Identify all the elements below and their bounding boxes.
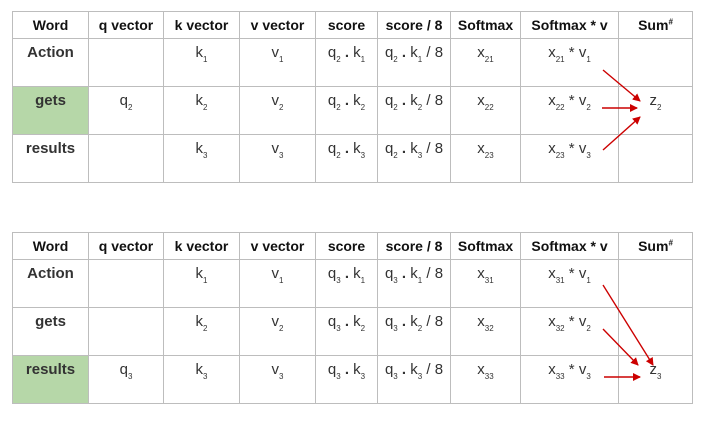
sum-superscript: #: [668, 17, 673, 27]
sum-cell: [618, 134, 693, 183]
score-cell: q3 . k1: [315, 259, 378, 308]
col-header-v-vector: v vector: [239, 11, 316, 39]
col-header-softmax: Softmax: [450, 232, 521, 260]
v-cell: v3: [239, 355, 316, 404]
softmax-v-cell: x21 * v1: [520, 38, 619, 87]
header-row: Word q vector k vector v vector score sc…: [12, 232, 693, 260]
table-row: Action k1 v1 q3 . k1 q3 . k1 / 8 x31 x31…: [12, 259, 693, 308]
score-div-cell: q2 . k1 / 8: [377, 38, 451, 87]
table-row: results k3 v3 q2 . k3 q2 . k3 / 8 x23 x2…: [12, 134, 693, 183]
q-cell: [88, 259, 164, 308]
col-header-k-vector: k vector: [163, 11, 240, 39]
word-cell: results: [12, 355, 89, 404]
q-cell: q2: [88, 86, 164, 135]
col-header-softmax-v: Softmax * v: [520, 11, 619, 39]
k-cell: k2: [163, 307, 240, 356]
softmax-cell: x32: [450, 307, 521, 356]
score-cell: q3 . k2: [315, 307, 378, 356]
sum-cell: z2: [618, 86, 693, 135]
softmax-v-cell: x32 * v2: [520, 307, 619, 356]
softmax-cell: x23: [450, 134, 521, 183]
word-cell: results: [12, 134, 89, 183]
q-cell: [88, 134, 164, 183]
col-header-word: Word: [12, 232, 89, 260]
sum-cell: [618, 307, 693, 356]
score-div-cell: q3 . k3 / 8: [377, 355, 451, 404]
table-row: results q3 k3 v3 q3 . k3 q3 . k3 / 8 x33…: [12, 355, 693, 404]
k-cell: k2: [163, 86, 240, 135]
sum-superscript: #: [668, 238, 673, 248]
word-cell: Action: [12, 38, 89, 87]
score-cell: q2 . k2: [315, 86, 378, 135]
v-cell: v1: [239, 259, 316, 308]
score-cell: q3 . k3: [315, 355, 378, 404]
col-header-q-vector: q vector: [88, 232, 164, 260]
col-header-softmax: Softmax: [450, 11, 521, 39]
softmax-v-cell: x33 * v3: [520, 355, 619, 404]
v-cell: v3: [239, 134, 316, 183]
v-cell: v1: [239, 38, 316, 87]
col-header-sum: Sum#: [618, 11, 693, 39]
word-cell: Action: [12, 259, 89, 308]
attention-table-1: Word q vector k vector v vector score sc…: [12, 11, 693, 183]
col-header-word: Word: [12, 11, 89, 39]
score-div-cell: q2 . k2 / 8: [377, 86, 451, 135]
col-header-score-div: score / 8: [377, 232, 451, 260]
sum-cell: [618, 38, 693, 87]
softmax-cell: x21: [450, 38, 521, 87]
q-cell: q3: [88, 355, 164, 404]
k-cell: k3: [163, 355, 240, 404]
table-row: gets k2 v2 q3 . k2 q3 . k2 / 8 x32 x32 *…: [12, 307, 693, 356]
softmax-cell: x31: [450, 259, 521, 308]
header-row: Word q vector k vector v vector score sc…: [12, 11, 693, 39]
score-cell: q2 . k3: [315, 134, 378, 183]
col-header-v-vector: v vector: [239, 232, 316, 260]
score-div-cell: q3 . k1 / 8: [377, 259, 451, 308]
softmax-v-cell: x31 * v1: [520, 259, 619, 308]
q-cell: [88, 38, 164, 87]
table-row: Action k1 v1 q2 . k1 q2 . k1 / 8 x21 x21…: [12, 38, 693, 87]
word-cell: gets: [12, 86, 89, 135]
softmax-cell: x33: [450, 355, 521, 404]
k-cell: k3: [163, 134, 240, 183]
word-cell: gets: [12, 307, 89, 356]
col-header-k-vector: k vector: [163, 232, 240, 260]
softmax-cell: x22: [450, 86, 521, 135]
col-header-q-vector: q vector: [88, 11, 164, 39]
col-header-score: score: [315, 232, 378, 260]
v-cell: v2: [239, 307, 316, 356]
sum-cell: [618, 259, 693, 308]
col-header-sum: Sum#: [618, 232, 693, 260]
k-cell: k1: [163, 38, 240, 87]
score-cell: q2 . k1: [315, 38, 378, 87]
score-div-cell: q3 . k2 / 8: [377, 307, 451, 356]
softmax-v-cell: x22 * v2: [520, 86, 619, 135]
softmax-v-cell: x23 * v3: [520, 134, 619, 183]
v-cell: v2: [239, 86, 316, 135]
col-header-score-div: score / 8: [377, 11, 451, 39]
score-div-cell: q2 . k3 / 8: [377, 134, 451, 183]
k-cell: k1: [163, 259, 240, 308]
attention-table-2: Word q vector k vector v vector score sc…: [12, 232, 693, 404]
col-header-score: score: [315, 11, 378, 39]
col-header-softmax-v: Softmax * v: [520, 232, 619, 260]
table-row: gets q2 k2 v2 q2 . k2 q2 . k2 / 8 x22 x2…: [12, 86, 693, 135]
sum-cell: z3: [618, 355, 693, 404]
q-cell: [88, 307, 164, 356]
